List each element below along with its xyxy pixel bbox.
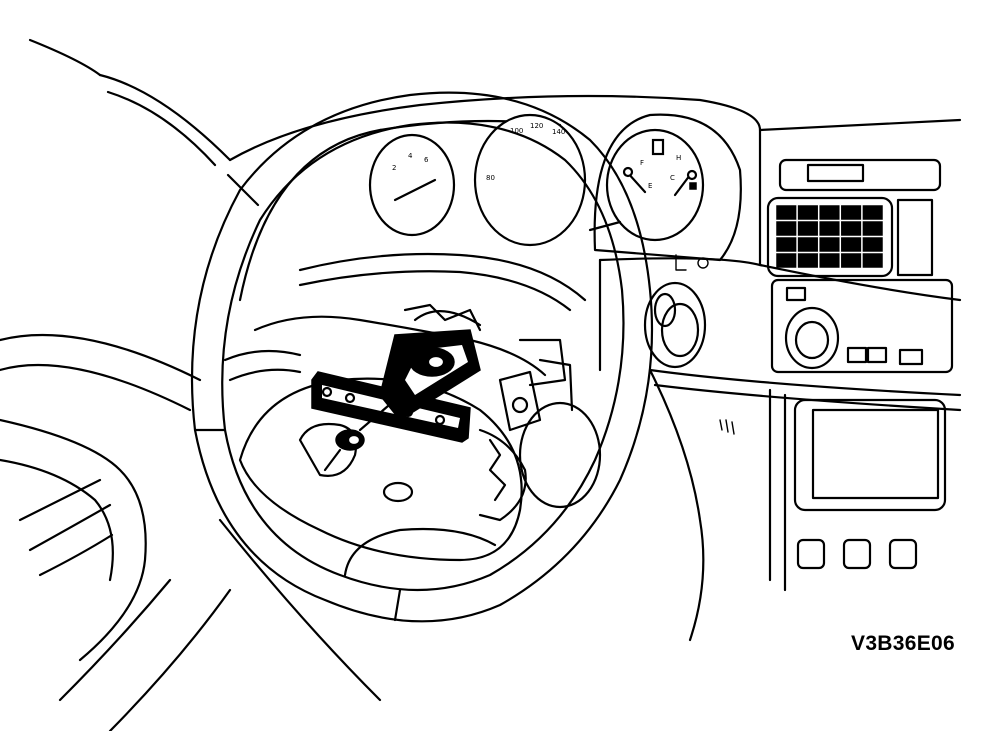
climate-buttons [796, 538, 918, 570]
figure-code: V3B36E06 [851, 632, 955, 655]
tach-number: 4 [408, 152, 413, 160]
gauge-mark: H [676, 154, 681, 162]
vent-louver [862, 237, 883, 252]
radio-button [866, 346, 888, 364]
center-console [719, 158, 954, 570]
windshield-pillar [28, 38, 232, 167]
vent-louver [776, 205, 797, 220]
vent-louver [841, 237, 862, 252]
vent-louver [776, 237, 797, 252]
fuel-temp-gauge: F E H C [593, 113, 742, 262]
steering-wheel [190, 91, 654, 623]
indicator-icon [697, 257, 709, 269]
climate-button [842, 538, 872, 570]
ignition-switch [643, 281, 707, 369]
vent-louver [819, 253, 840, 268]
vent-louver [841, 205, 862, 220]
vent-louver [776, 253, 797, 268]
gauge-mark: C [670, 174, 675, 182]
air-vent [766, 196, 894, 278]
lower-display [811, 408, 940, 500]
speed-number: 120 [530, 122, 543, 130]
vent-louver [862, 253, 883, 268]
vent-louver [797, 237, 818, 252]
lower-display-bezel [793, 398, 947, 512]
vent-louver [776, 221, 797, 236]
steering-wheel-puller [311, 303, 482, 472]
vent-louver [797, 221, 818, 236]
clock-display [806, 163, 865, 183]
radio-button [898, 348, 924, 366]
indicator-icon [675, 254, 687, 271]
vent-louver [862, 221, 883, 236]
audio-knob [784, 306, 840, 370]
tach-number: 6 [424, 156, 429, 164]
vent-louver [841, 221, 862, 236]
vent-louver [797, 253, 818, 268]
gauge-mark: F [640, 159, 644, 167]
speedometer-gauge: 80 100 120 140 [473, 113, 587, 247]
tachometer-gauge: 2 4 6 [368, 133, 456, 237]
air-vent-grid [776, 205, 883, 268]
radio-button [785, 286, 807, 302]
column-shroud [598, 258, 705, 642]
speed-number: 140 [552, 128, 565, 136]
instrument-cluster: 2 4 6 80 100 120 140 F E H C [238, 113, 742, 369]
radio-face [770, 278, 954, 374]
speed-number: 100 [510, 127, 523, 135]
vent-louver [797, 205, 818, 220]
radio-button [846, 346, 868, 364]
climate-button [888, 538, 918, 570]
side-vent [896, 198, 934, 277]
speed-number: 80 [486, 174, 495, 182]
vent-louver [819, 205, 840, 220]
vent-louver [841, 253, 862, 268]
gauge-mark: E [648, 182, 652, 190]
vent-louver [862, 205, 883, 220]
door-panel [0, 333, 382, 731]
dash-vent-slots [719, 419, 735, 435]
climate-button [796, 538, 826, 570]
dashboard-outline [228, 94, 962, 592]
tach-number: 2 [392, 164, 396, 172]
vent-louver [819, 237, 840, 252]
vent-louver [819, 221, 840, 236]
